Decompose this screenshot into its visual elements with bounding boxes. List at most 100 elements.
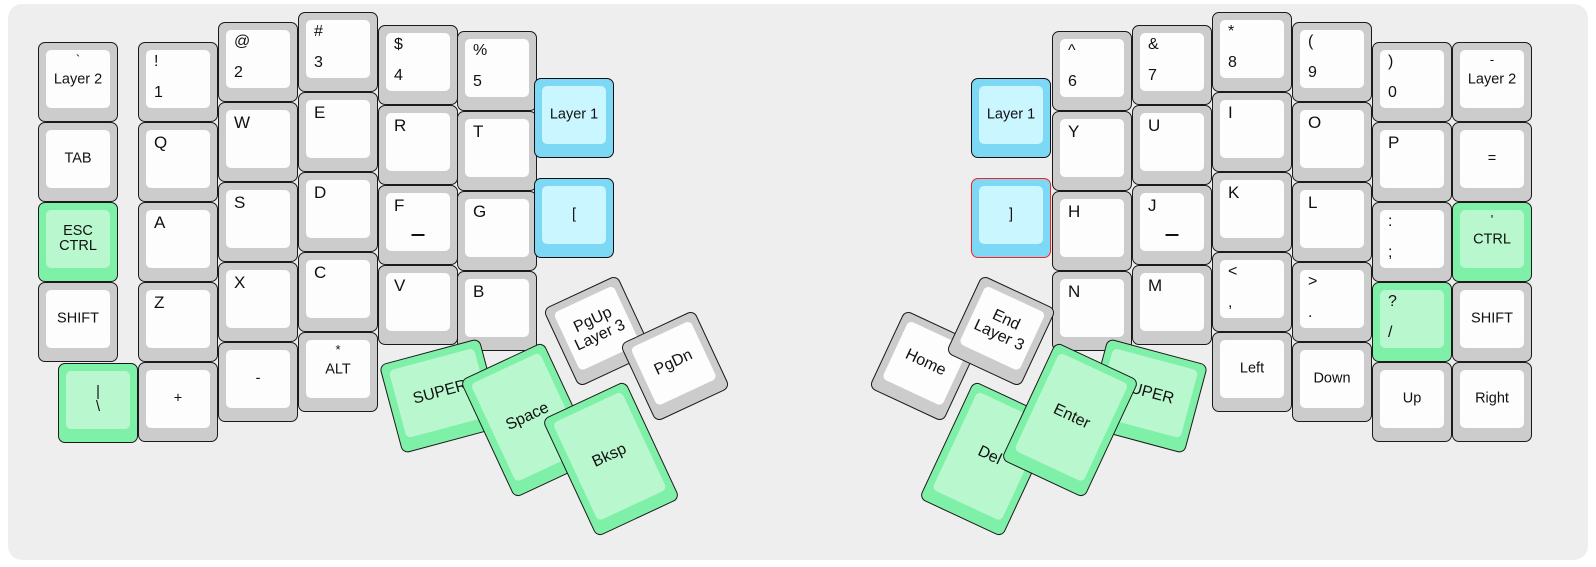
key-r-c1-r2[interactable]: = (1452, 122, 1532, 202)
key-legend-main: Bksp (589, 440, 630, 471)
key-r-c1-r3[interactable]: 'CTRL (1452, 202, 1532, 282)
key-r-c6-r3[interactable]: H (1052, 191, 1132, 271)
key-cap: ?/ (1380, 290, 1444, 348)
key-l-c3-r4[interactable]: X (218, 262, 298, 342)
key-l-c4-r1[interactable]: #3 (298, 12, 378, 92)
key-legend-base: 6 (1068, 73, 1077, 91)
key-legend-main: W (234, 113, 251, 132)
key-l-c5-r2[interactable]: R (378, 105, 458, 185)
key-l-c2-r4[interactable]: Z (138, 282, 218, 362)
key-l-c3-r3[interactable]: S (218, 182, 298, 262)
key-l-c4-r2[interactable]: E (298, 92, 378, 172)
key-legend-shifted: % (473, 42, 488, 59)
key-l-c1-r5[interactable]: | \ (58, 363, 138, 443)
key-l-c1-r2[interactable]: TAB (38, 122, 118, 202)
key-r-c4-r2[interactable]: I (1212, 92, 1292, 172)
key-l-c7-r1[interactable]: Layer 1 (534, 78, 614, 158)
key-l-c6-r4[interactable]: B (457, 271, 537, 351)
key-r-c1-r4[interactable]: SHIFT (1452, 282, 1532, 362)
key-l-c5-r3[interactable]: F (378, 185, 458, 265)
key-l-c1-r3[interactable]: ESC CTRL (38, 202, 118, 282)
key-r-c1-r1[interactable]: -Layer 2 (1452, 42, 1532, 122)
key-cap: V (386, 273, 450, 331)
key-legend-shifted: ` (75, 52, 81, 67)
key-l-c7-r2[interactable]: [ (534, 178, 614, 258)
key-r-c3-r4[interactable]: >. (1292, 262, 1372, 342)
key-cap: Z (146, 290, 210, 348)
key-r-c4-r5[interactable]: Left (1212, 332, 1292, 412)
key-r-c2-r3[interactable]: :; (1372, 202, 1452, 282)
key-r-c5-r1[interactable]: &7 (1132, 25, 1212, 105)
key-cap: %5 (465, 39, 529, 97)
key-cap: #3 (306, 20, 370, 78)
key-cap: Down (1300, 350, 1364, 408)
key-r-c3-r5[interactable]: Down (1292, 342, 1372, 422)
key-r-c7-r1[interactable]: Layer 1 (971, 78, 1051, 158)
key-legend-main: K (1228, 183, 1240, 202)
key-legend-base: ALT (325, 361, 351, 378)
key-r-c4-r4[interactable]: <, (1212, 252, 1292, 332)
key-l-c6-r2[interactable]: T (457, 111, 537, 191)
key-cap: ] (979, 186, 1043, 244)
key-legend-shifted: & (1148, 36, 1159, 53)
key-l-c6-r3[interactable]: G (457, 191, 537, 271)
key-l-c2-r1[interactable]: !1 (138, 42, 218, 122)
key-r-c4-r1[interactable]: *8 (1212, 12, 1292, 92)
key-r-c7-r2[interactable]: ] (971, 178, 1051, 258)
key-legend-main: B (473, 282, 485, 301)
key-l-c2-r3[interactable]: A (138, 202, 218, 282)
key-cap: W (226, 110, 290, 168)
key-legend-base: 2 (234, 64, 243, 82)
key-legend-base: / (1388, 324, 1393, 342)
key-cap: Right (1460, 370, 1524, 428)
key-l-c5-r4[interactable]: V (378, 265, 458, 345)
key-l-c3-r2[interactable]: W (218, 102, 298, 182)
key-r-c6-r4[interactable]: N (1052, 271, 1132, 351)
key-r-c1-r5[interactable]: Right (1452, 362, 1532, 442)
key-r-c2-r2[interactable]: P (1372, 122, 1452, 202)
key-l-c6-r1[interactable]: %5 (457, 31, 537, 111)
key-cap: = (1460, 130, 1524, 188)
key-r-c3-r1[interactable]: (9 (1292, 22, 1372, 102)
key-r-c2-r5[interactable]: Up (1372, 362, 1452, 442)
key-l-c1-r1[interactable]: `Layer 2 (38, 42, 118, 122)
key-r-c6-r1[interactable]: ^6 (1052, 31, 1132, 111)
key-r-c2-r4[interactable]: ?/ (1372, 282, 1452, 362)
key-cap: Enter (1014, 352, 1129, 483)
key-legend-shifted: ? (1388, 293, 1397, 310)
key-l-c4-r5[interactable]: *ALT (298, 332, 378, 412)
key-r-c2-r1[interactable]: )0 (1372, 42, 1452, 122)
key-legend-main: Y (1068, 122, 1080, 141)
key-cap: U (1140, 113, 1204, 171)
key-r-c3-r2[interactable]: O (1292, 102, 1372, 182)
key-cap: *8 (1220, 20, 1284, 78)
key-l-c2-r2[interactable]: Q (138, 122, 218, 202)
key-cap: C (306, 260, 370, 318)
key-cap: >. (1300, 270, 1364, 328)
key-legend-shifted: ' (1490, 212, 1494, 227)
key-l-c3-r5[interactable]: - (218, 342, 298, 422)
key-legend-main: E (314, 103, 326, 122)
key-cap: SHIFT (1460, 290, 1524, 348)
key-r-c4-r3[interactable]: K (1212, 172, 1292, 252)
key-cap: | \ (66, 371, 130, 429)
key-r-c3-r3[interactable]: L (1292, 182, 1372, 262)
key-l-c4-r3[interactable]: D (298, 172, 378, 252)
key-l-c1-r4[interactable]: SHIFT (38, 282, 118, 362)
key-legend-main: Right (1475, 390, 1509, 407)
key-l-c2-r5[interactable]: + (138, 362, 218, 442)
key-cap: S (226, 190, 290, 248)
key-legend-shifted: > (1308, 273, 1318, 290)
key-legend-main: O (1308, 113, 1322, 132)
key-r-c5-r4[interactable]: M (1132, 265, 1212, 345)
key-legend-main: H (1068, 202, 1081, 221)
key-cap: Up (1380, 370, 1444, 428)
key-r-c5-r3[interactable]: J (1132, 185, 1212, 265)
key-legend-shifted: ^ (1068, 42, 1076, 59)
homing-bar-icon (411, 234, 425, 236)
key-l-c4-r4[interactable]: C (298, 252, 378, 332)
key-r-c5-r2[interactable]: U (1132, 105, 1212, 185)
key-l-c5-r1[interactable]: $4 (378, 25, 458, 105)
key-l-c3-r1[interactable]: @2 (218, 22, 298, 102)
key-r-c6-r2[interactable]: Y (1052, 111, 1132, 191)
